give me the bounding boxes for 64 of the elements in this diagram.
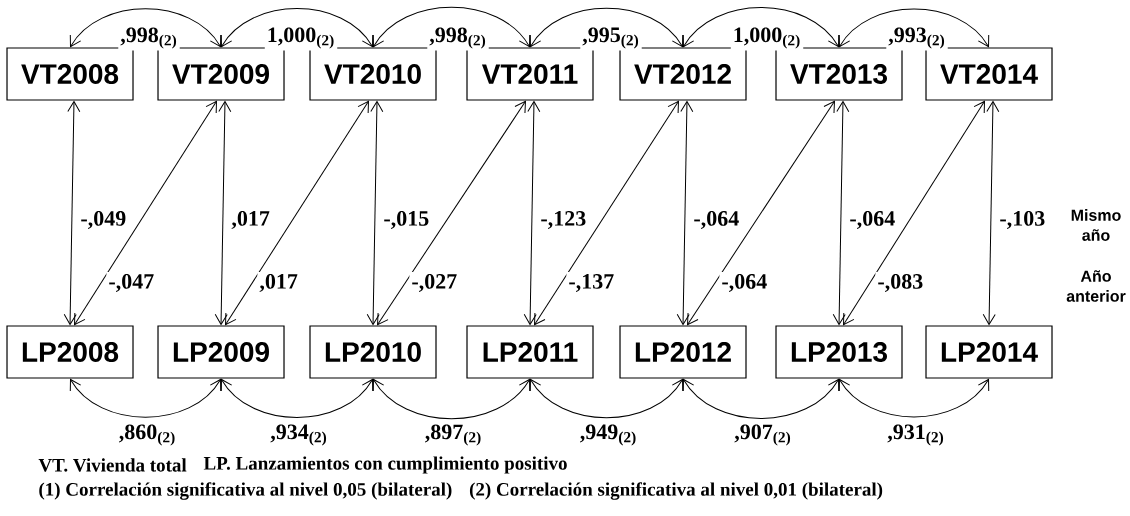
- edge-label: -,137: [566, 272, 617, 294]
- variable-box: LP2013: [775, 325, 903, 379]
- edge-label: 1,000$_{(2)}$: [264, 25, 338, 51]
- arrow: [372, 6, 531, 48]
- arrow: [982, 101, 1000, 325]
- arrow: [529, 378, 684, 419]
- edge-label: ,860$_{(2)}$: [116, 422, 179, 448]
- variable-box: LP2008: [6, 325, 134, 379]
- arrow: [69, 8, 222, 48]
- variable-box: LP2011: [466, 325, 594, 379]
- arrow: [676, 101, 694, 325]
- edge-label: ,998$_{(2)}$: [118, 25, 180, 51]
- variable-box: LP2012: [619, 325, 747, 379]
- edge-label: -,064: [719, 272, 770, 294]
- edge-label: ,907$_{(2)}$: [732, 422, 794, 448]
- arrow: [220, 378, 374, 418]
- arrow: [377, 100, 526, 326]
- row-label: Año anterior: [1066, 270, 1126, 302]
- note-text: (1) Correlación significativa al nivel 0,05 (bilateral): [39, 482, 452, 500]
- edge-label: ,017: [229, 209, 272, 231]
- arrow: [214, 101, 232, 325]
- arrow: [69, 378, 222, 418]
- edge-label: -,047: [106, 272, 157, 294]
- edge-label: -,064: [847, 209, 898, 231]
- arrow: [220, 8, 374, 48]
- arrow: [838, 8, 990, 48]
- arrow: [687, 100, 835, 326]
- variable-box: VT2008: [6, 47, 134, 101]
- note-text: VT. Vivienda total: [38, 458, 187, 472]
- arrow: [832, 101, 850, 325]
- arrow: [523, 101, 541, 325]
- edge-label: -,103: [997, 209, 1048, 231]
- arrow: [534, 100, 679, 326]
- edge-label: ,897$_{(2)}$: [422, 422, 485, 448]
- arrow: [63, 101, 81, 325]
- edge-label: -,049: [78, 209, 129, 231]
- note-text: (2) Correlación significativa al nivel 0,01 (bilateral): [469, 482, 883, 500]
- edge-label: -,064: [691, 209, 742, 231]
- arrow: [366, 101, 384, 325]
- edge-label: -,015: [381, 209, 432, 231]
- edge-label: ,998$_{(2)}$: [427, 25, 489, 51]
- arrow: [682, 7, 840, 48]
- variable-box: LP2009: [157, 325, 285, 379]
- edge-label: ,993$_{(2)}$: [886, 25, 948, 51]
- edge-label: 1,000$_{(2)}$: [730, 25, 804, 51]
- edge-label: ,995$_{(2)}$: [580, 25, 642, 51]
- variable-box: LP2010: [309, 325, 437, 379]
- arrow: [838, 378, 990, 418]
- note-text: LP. Lanzamientos con cumplimiento positivo: [203, 456, 567, 474]
- arrow: [372, 378, 531, 420]
- arrow: [682, 378, 840, 419]
- edge-label: -,123: [538, 209, 589, 231]
- edge-label: -,027: [409, 272, 460, 294]
- edge-label: -,083: [875, 272, 926, 294]
- row-label: Mismo año: [1071, 209, 1121, 241]
- edge-label: ,931$_{(2)}$: [885, 422, 947, 448]
- edge-label: ,949$_{(2)}$: [577, 422, 640, 448]
- edge-label: ,017: [257, 272, 300, 294]
- arrow: [225, 100, 369, 326]
- arrow: [843, 100, 985, 326]
- arrow: [529, 7, 684, 48]
- arrow: [74, 100, 217, 326]
- edge-label: ,934$_{(2)}$: [268, 422, 330, 448]
- variable-box: LP2014: [925, 325, 1053, 379]
